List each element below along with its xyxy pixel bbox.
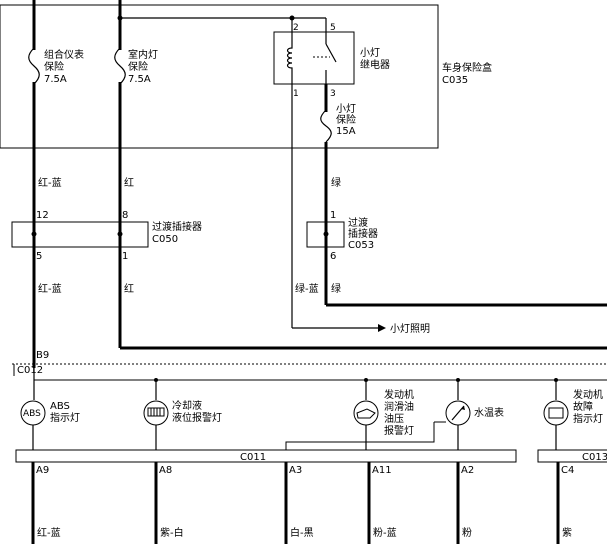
abs-icon-text: ABS [23, 409, 41, 419]
c050-pin-12: 12 [36, 210, 49, 221]
fuse-interior [114, 47, 126, 85]
relay-label1: 小灯 [360, 47, 380, 59]
connector-c053 [306, 221, 345, 248]
coolant-label1: 冷却液 [172, 399, 202, 412]
relay-pin-2: 2 [293, 23, 299, 33]
c050-pin-5: 5 [36, 251, 42, 262]
oil-can-shape [356, 408, 376, 419]
connector-c050 [11, 221, 149, 248]
engine-label3: 指示灯 [573, 412, 603, 425]
c050-terminal [117, 231, 123, 237]
fuse-cluster-rating: 7.5A [44, 74, 67, 85]
gauge-needle-tip [461, 406, 465, 410]
wire-color-c4: 紫 [562, 527, 572, 539]
small-light-relay [273, 31, 355, 85]
fuse-small-light [320, 109, 332, 143]
c050-pin-1: 1 [122, 251, 128, 262]
arrow-icon [378, 324, 386, 332]
c050-name: 过渡插接器 [152, 220, 202, 233]
connector-c013 [537, 449, 607, 463]
fuse-cluster [28, 47, 40, 85]
engine-label1: 发动机 [573, 388, 603, 401]
fuse-interior-rating: 7.5A [128, 74, 151, 85]
wire-color-red: 红 [124, 176, 134, 189]
c050-pin-8: 8 [122, 210, 128, 221]
abs-label2: 指示灯 [50, 411, 80, 424]
wire-color-a2: 粉 [462, 526, 472, 539]
fuse-small-light-rating: 15A [336, 126, 356, 137]
abs-label1: ABS [50, 401, 70, 412]
wire-color-a11: 粉-蓝 [373, 526, 397, 539]
fuse-interior-label2: 保险 [128, 60, 148, 73]
fuse-box-code: C035 [442, 75, 468, 86]
body-fuse-box [0, 4, 439, 149]
c050-code: C050 [152, 234, 178, 245]
relay-pin-1: 1 [293, 89, 299, 99]
fuse-cluster-label2: 保险 [44, 60, 64, 73]
wire-color-red-blue-2: 红-蓝 [38, 282, 62, 295]
c053-code: C053 [348, 240, 374, 251]
wire-color-red-blue: 红-蓝 [38, 176, 62, 189]
relay-pin-3: 3 [330, 89, 336, 99]
c053-terminal [323, 231, 329, 237]
pin-a2: A2 [461, 465, 474, 476]
oil-label1: 发动机 [384, 388, 414, 401]
wire-color-green-blue: 绿-蓝 [295, 282, 319, 295]
relay-contact-arm [325, 43, 337, 63]
relay-pin-5: 5 [330, 23, 336, 33]
c050-terminal [31, 231, 37, 237]
coolant-icon-body [147, 407, 165, 417]
wire-color-green: 绿 [331, 176, 341, 189]
c012-code: C012 [17, 365, 43, 376]
wire-color-a3: 白-黑 [290, 526, 314, 539]
engine-label2: 故障 [573, 400, 593, 413]
oil-label2: 润滑油 [384, 400, 414, 413]
c053-pin-6: 6 [330, 251, 336, 262]
pin-c4: C4 [561, 465, 574, 476]
gauge-label: 水温表 [474, 406, 504, 419]
relay-label2: 继电器 [360, 58, 390, 71]
fuse-box-name: 车身保险盒 [442, 61, 492, 74]
output-label: 小灯照明 [390, 323, 430, 335]
pin-a9: A9 [36, 465, 49, 476]
coolant-label2: 液位报警灯 [172, 411, 222, 424]
fuse-small-light-label1: 小灯 [336, 103, 356, 115]
engine-icon-body [548, 407, 564, 419]
fuse-cluster-label1: 组合仪表 [44, 48, 84, 61]
wire-color-green-2: 绿 [331, 282, 341, 295]
wire-color-red-2: 红 [124, 282, 134, 295]
pin-a3: A3 [289, 465, 302, 476]
oil-label3: 油压 [384, 412, 404, 425]
junction-dot [117, 15, 123, 21]
c053-pin-1: 1 [330, 210, 336, 221]
wire-gauge-link [285, 422, 435, 450]
relay-coil [286, 35, 293, 84]
wire-color-a8: 紫-白 [160, 526, 184, 539]
c053-name-2: 插接器 [348, 227, 378, 240]
engine-fault-icon [543, 400, 569, 426]
connector-c011 [15, 449, 517, 463]
c013-code: C013 [582, 452, 607, 463]
fuse-small-light-label2: 保险 [336, 113, 356, 126]
pin-a8: A8 [159, 465, 172, 476]
oil-label4: 报警灯 [384, 424, 414, 437]
pin-a11: A11 [372, 465, 392, 476]
c053-name-1: 过渡 [348, 216, 368, 229]
fuse-interior-label1: 室内灯 [128, 48, 158, 61]
pin-b9: B9 [36, 350, 49, 361]
wire-color-a9: 红-蓝 [37, 526, 61, 539]
c011-code: C011 [240, 452, 266, 463]
